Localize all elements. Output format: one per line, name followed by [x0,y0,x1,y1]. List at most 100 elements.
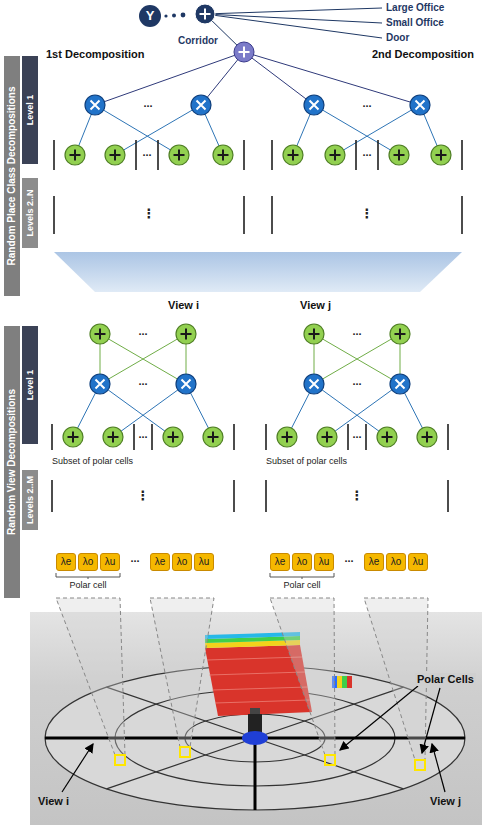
label-text: ⋮ [137,488,150,504]
label-text: ... [344,552,353,565]
node-text: Y [146,8,155,24]
polar-cell-value: λe [56,553,76,571]
level-band: Random View Decompositions [4,326,20,598]
level-band: Levels 2..N [22,178,38,248]
node-text: Levels 2..M [25,476,36,524]
robot-scene [209,672,305,675]
scope-bars [271,196,273,234]
view-graph [233,424,235,450]
view-cone [270,598,335,755]
sum-node [213,145,233,165]
node-text: 1st Decomposition [46,48,144,61]
node-text: Levels 2..N [25,189,36,236]
scope-bars [135,140,137,170]
view-graph [52,324,234,579]
level-band: Level 1 [22,56,38,164]
label-text: ... [352,325,361,338]
polar-cell-value: λo [172,553,192,571]
scope-bars [157,140,159,170]
class-sum-node [234,42,254,62]
node-outline [226,30,476,246]
label-text: ... [143,97,152,110]
robot-scene [45,737,255,740]
node-outline [254,296,460,606]
label-text: ... [138,375,147,388]
robot-scene [337,676,342,688]
node-outline [44,30,276,246]
level-funnel [54,252,462,292]
view-graph [52,424,234,512]
polar-cell-marker [180,747,190,757]
polar-cell-value: λe [270,553,290,571]
label-text: Polar cell [283,580,320,591]
label-text: ⋮ [351,488,364,504]
polar-cell-marker [115,747,425,770]
polar-cell-marker [325,755,335,765]
node-text: λu [319,556,330,568]
scope-bars [377,140,379,170]
product-node [304,95,324,115]
node-outline [226,30,476,246]
node-text: λo [391,556,402,568]
label-text: Door [386,32,409,44]
node-text: λo [297,556,308,568]
scope-bars [271,140,273,170]
robot-scene [215,700,310,703]
label-text: ... [138,428,147,441]
sum-node [431,145,451,165]
product-node [410,95,430,115]
node-text: λe [369,556,380,568]
view-graph [133,424,135,450]
label-text: View i [38,795,69,808]
robot-scene [337,676,342,688]
node-outline [40,296,246,606]
label-text: Small Office [386,17,444,29]
sum-node [105,145,125,165]
node-text: λe [61,556,72,568]
level-band: Level 1 [22,326,38,444]
polar-cell-value: λo [78,553,98,571]
node-text: λu [413,556,424,568]
y-dots [164,14,167,17]
sum-node [65,145,85,165]
node-text: λo [83,556,94,568]
label-text: ... [130,552,139,565]
class-wires [205,8,382,52]
label-text: ... [352,375,361,388]
robot-scene [207,657,302,660]
robot-scene [45,738,465,810]
view-graph [176,374,196,394]
label-text: ... [362,97,371,110]
view-graph [233,480,235,512]
output-circle: Y [139,5,161,27]
view-graph [51,480,53,512]
decomposition-region: 1st Decomposition [44,30,276,246]
robot-scene [242,731,268,745]
label-text: View j [430,795,461,808]
view-cone [56,598,428,760]
label-text: Subset of polar cells [266,456,347,467]
sum-node [389,145,409,165]
label-text: Corridor [178,35,218,47]
scope-bars [355,140,357,170]
product-node [85,95,105,115]
y-dots [164,13,185,18]
node-text: λe [275,556,286,568]
node-text: λu [199,556,210,568]
decomposition-wires [244,52,314,105]
node-text: λo [177,556,188,568]
scope-bars [53,140,55,170]
view-graph [151,424,153,450]
view-cone [150,598,214,747]
label-text: ⋮ [361,206,374,222]
node-text: λe [155,556,166,568]
robot-scene [254,738,257,810]
robot-scene [347,676,352,688]
polar-cell-value: λe [150,553,170,571]
class-wires [205,8,382,14]
view-region: View jλeλoλuλeλoλu [254,296,460,606]
view-graph [90,374,110,394]
view-graph [51,424,53,450]
robot-scene [212,687,308,690]
scope-bars [54,140,462,234]
